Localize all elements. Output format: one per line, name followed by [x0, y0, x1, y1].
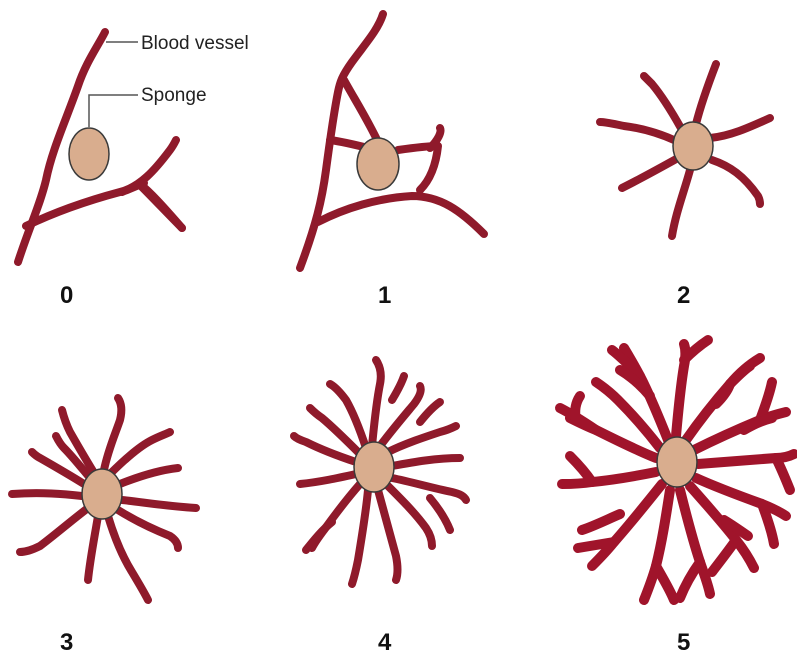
panel-3: 3 [12, 398, 196, 656]
sponge [82, 469, 122, 519]
short-branch [140, 184, 182, 228]
sprout [120, 468, 178, 484]
panel-0-label: 0 [60, 282, 73, 309]
sprout [582, 514, 620, 530]
sprout [672, 170, 690, 236]
sprout [562, 472, 656, 484]
panel-0: Blood vessel Sponge 0 [18, 32, 249, 309]
sprout [680, 562, 700, 598]
sprout [656, 566, 674, 600]
sponge [673, 122, 713, 170]
panel-4-label: 4 [378, 629, 392, 656]
panel-2: 2 [600, 64, 770, 309]
panel-2-label: 2 [677, 282, 690, 309]
sponge [69, 128, 109, 180]
right-arc [398, 146, 438, 190]
sprout [392, 458, 460, 466]
sprout [88, 516, 98, 580]
sprout [108, 516, 148, 600]
sprout [776, 458, 790, 490]
sprout [388, 426, 456, 452]
panel-4: 4 [294, 360, 466, 656]
sponge [357, 138, 399, 190]
sprout [378, 490, 398, 580]
sponge-label: Sponge [141, 85, 207, 106]
sprout [122, 500, 196, 508]
panel-1-label: 1 [378, 282, 391, 309]
sprout [575, 396, 580, 420]
sprout [600, 122, 674, 140]
sprout [306, 522, 332, 550]
sprout [570, 456, 592, 482]
sprout [420, 402, 440, 422]
sprout [696, 64, 716, 124]
sprout [430, 498, 450, 530]
panel-1-vessels [300, 14, 484, 268]
upper-branch [344, 80, 380, 146]
sprout [712, 160, 760, 204]
sprout [730, 358, 760, 384]
sprout [372, 360, 381, 446]
sprout [12, 493, 82, 496]
sprout [622, 158, 678, 188]
sprout [104, 398, 121, 470]
sponge-leader [89, 95, 138, 127]
sprout [352, 490, 368, 584]
sprout [644, 76, 682, 130]
sprout [118, 510, 178, 548]
sponge [354, 442, 394, 492]
sprout [392, 376, 404, 400]
panel-5: 5 [560, 340, 794, 656]
sprout [578, 542, 614, 548]
sprout [710, 118, 770, 138]
sprout [300, 474, 356, 484]
panel-1: 1 [300, 14, 484, 309]
sprout [712, 540, 736, 572]
panel-3-label: 3 [60, 629, 73, 656]
blood-vessel-label: Blood vessel [141, 33, 249, 54]
sprout [20, 508, 88, 552]
panel-5-label: 5 [677, 629, 690, 656]
sponge [657, 437, 697, 487]
lower-branch [318, 196, 484, 234]
